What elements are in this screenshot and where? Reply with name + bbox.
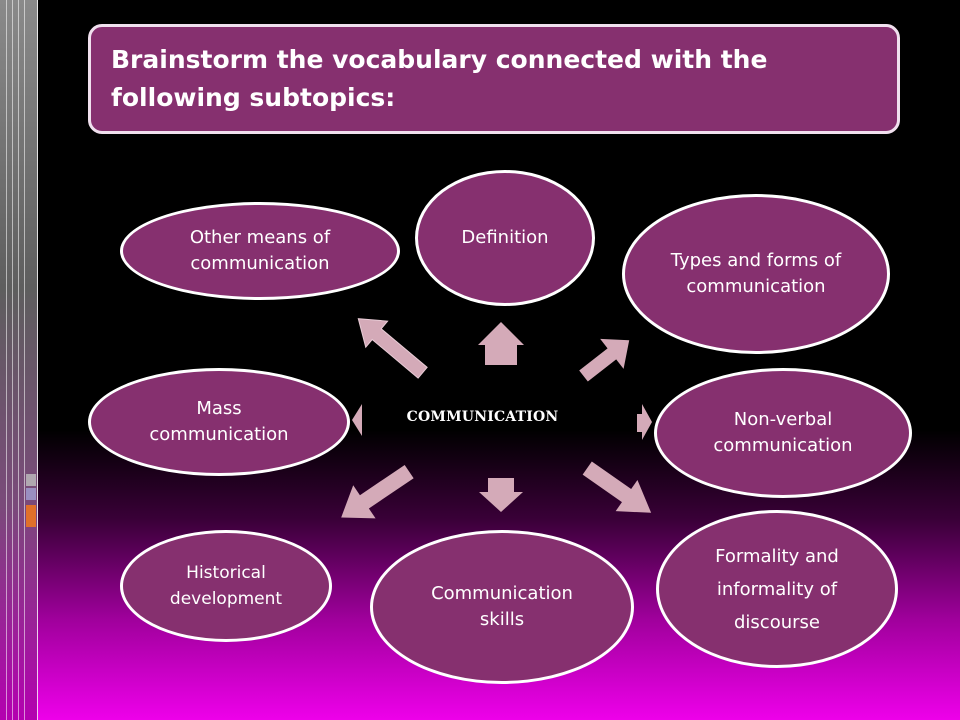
strip-square-orange (26, 505, 36, 527)
node-types-forms-label: Types and forms of communication (670, 250, 842, 297)
arrow-right (637, 404, 652, 440)
arrow-up (478, 322, 524, 365)
strip-square-gray (26, 474, 36, 486)
arrow-up-right (579, 338, 630, 382)
node-mass-label: Mass communication (149, 398, 289, 445)
arrow-left (352, 404, 362, 436)
node-non-verbal: Non-verbal communication (654, 368, 912, 498)
node-formality-label: Formality and informality of discourse (715, 545, 839, 633)
node-historical-label: Historical development (169, 563, 283, 609)
arrow-down-right (582, 461, 652, 513)
center-label: COMMUNICATION (406, 409, 559, 425)
left-decorative-strip (0, 0, 38, 720)
node-historical: Historical development (120, 530, 332, 642)
node-non-verbal-label: Non-verbal communication (713, 409, 853, 456)
arrow-up-left (357, 318, 428, 379)
node-skills: Communication skills (370, 530, 634, 684)
node-definition-label: Definition (461, 227, 549, 248)
node-mass: Mass communication (88, 368, 350, 476)
title-box: Brainstorm the vocabulary connected with… (88, 24, 900, 134)
node-other-means: Other means of communication (120, 202, 400, 300)
strip-square-lavender (26, 488, 36, 500)
arrow-down (479, 478, 523, 512)
node-types-forms: Types and forms of communication (622, 194, 890, 354)
node-definition: Definition (415, 170, 595, 306)
node-other-means-label: Other means of communication (189, 227, 331, 274)
arrow-down-left (341, 464, 414, 519)
slide-title: Brainstorm the vocabulary connected with… (111, 45, 768, 112)
node-skills-label: Communication skills (431, 583, 573, 630)
node-formality: Formality and informality of discourse (656, 510, 898, 668)
